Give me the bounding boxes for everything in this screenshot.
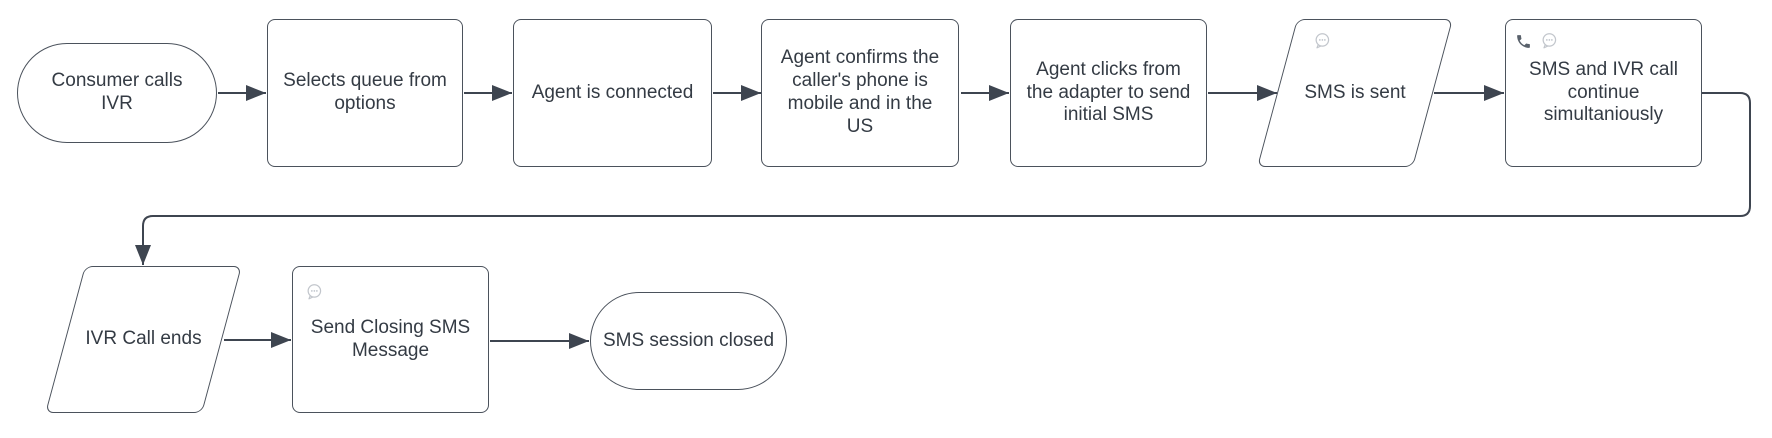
node-label: SMS session closed (602, 329, 775, 351)
process-shape (292, 266, 489, 413)
node-ivr-call-ends[interactable]: IVR Call ends (45, 266, 242, 413)
process-shape (1010, 19, 1207, 167)
node-sms-ivr-continue[interactable]: SMS and IVR call continue simultaniously (1505, 19, 1702, 167)
node-agent-clicks[interactable]: Agent clicks from the adapter to send in… (1010, 19, 1207, 167)
node-send-closing-sms[interactable]: Send Closing SMS Message (292, 266, 489, 413)
process-shape (761, 19, 959, 167)
process-shape (267, 19, 463, 167)
node-agent-confirms[interactable]: Agent confirms the caller's phone is mob… (761, 19, 959, 167)
terminator-shape (17, 43, 217, 143)
node-sms-is-sent[interactable]: SMS is sent (1257, 19, 1453, 167)
node-label: SMS is sent (1304, 81, 1406, 103)
terminator-shape (590, 292, 787, 390)
sms-bubble-icon (305, 283, 323, 301)
node-label: Selects queue from options (283, 70, 447, 114)
node-label: Agent clicks from the adapter to send in… (1026, 58, 1191, 126)
node-label: Agent confirms the caller's phone is mob… (780, 47, 940, 137)
node-label: Consumer calls IVR (51, 70, 183, 114)
node-label: Send Closing SMS Message (310, 316, 471, 361)
node-agent-connected[interactable]: Agent is connected (513, 19, 712, 167)
node-consumer-calls-ivr[interactable]: Consumer calls IVR (17, 43, 217, 143)
sms-bubble-icon (1313, 32, 1331, 50)
node-selects-queue[interactable]: Selects queue from options (267, 19, 463, 167)
node-label: Agent is connected (531, 81, 694, 103)
process-shape (1505, 19, 1702, 167)
node-sms-session-closed[interactable]: SMS session closed (590, 292, 787, 390)
node-label: SMS and IVR call continue simultaniously (1529, 58, 1678, 126)
sms-bubble-icon (1540, 32, 1558, 50)
node-label: IVR Call ends (85, 328, 202, 350)
process-shape (513, 19, 712, 167)
connector-continue-to-ivr-ends[interactable] (135, 92, 1751, 265)
phone-icon (1515, 33, 1532, 50)
